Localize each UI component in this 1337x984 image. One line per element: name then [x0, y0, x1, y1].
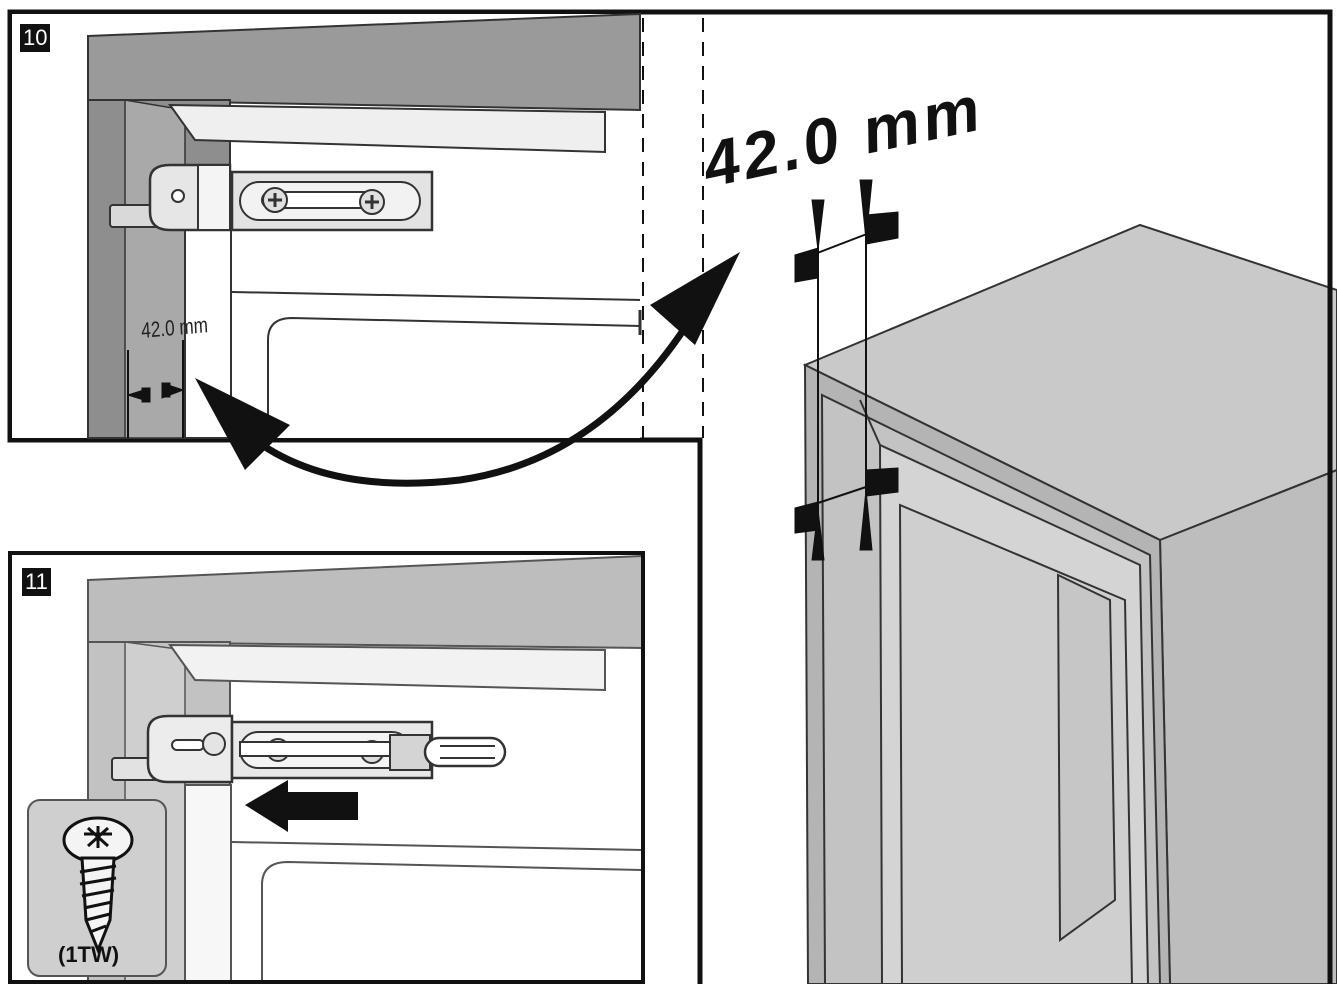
appliance-side: [1158, 468, 1337, 984]
panel-frame-step-11: [8, 551, 645, 984]
step-10-panel: [12, 12, 642, 440]
step-number-11: 11: [22, 568, 51, 596]
door-recess: [1056, 573, 1117, 942]
push-left-arrow: [245, 780, 358, 832]
screw-icon: [62, 816, 134, 955]
step-number-10: 10: [20, 24, 51, 52]
arrow-head-left: [195, 378, 290, 470]
panel-frame-right: [7, 9, 1333, 984]
arrow-head-right: [650, 252, 740, 345]
dimension-marker-small: [126, 340, 185, 438]
dimension-marker-large: [794, 179, 899, 561]
step-11-panel: [12, 554, 643, 984]
transfer-arrow: [195, 252, 740, 487]
screw-code-label: (1TW): [58, 942, 120, 967]
